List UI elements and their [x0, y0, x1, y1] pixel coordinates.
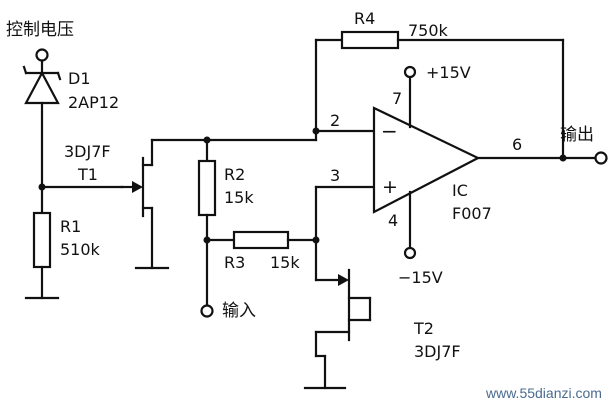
pin2-label: 2 — [330, 111, 340, 130]
t2-model-label: 3DJ7F — [414, 342, 461, 361]
ic-model-label: F007 — [452, 204, 492, 223]
pin3-label: 3 — [330, 166, 340, 185]
output-terminal — [594, 151, 608, 165]
op-amp — [372, 65, 481, 260]
r4-name-label: R4 — [354, 9, 375, 28]
t1-transistor — [120, 138, 170, 270]
plus-sign: + — [382, 176, 398, 198]
control-voltage-label: 控制电压 — [6, 20, 74, 40]
r2-resistor — [197, 159, 217, 217]
op-amp-triangle — [372, 106, 481, 214]
r1-value-label: 510k — [60, 240, 101, 259]
t2-name-label: T2 — [413, 319, 434, 338]
control-voltage-terminal — [35, 48, 49, 62]
r1-name-label: R1 — [60, 217, 81, 236]
output-label: 输出 — [560, 125, 594, 145]
t2-transistor — [303, 268, 372, 390]
r4-resistor — [340, 30, 400, 50]
pin6-label: 6 — [512, 135, 522, 154]
input-terminal — [200, 304, 214, 318]
t1-model-label: 3DJ7F — [64, 142, 111, 161]
pin7-label: 7 — [392, 89, 402, 108]
r3-value-label: 15k — [270, 253, 300, 272]
t1-name-label: T1 — [77, 165, 98, 184]
vplus-terminal — [403, 65, 417, 79]
vplus-label: +15V — [426, 63, 471, 82]
r2-value-label: 15k — [224, 188, 254, 207]
d1-name-label: D1 — [68, 69, 91, 88]
d1-model-label: 2AP12 — [68, 93, 119, 112]
r3-name-label: R3 — [224, 253, 245, 272]
r2-name-label: R2 — [224, 165, 245, 184]
r3-resistor — [232, 230, 290, 250]
vminus-terminal — [403, 246, 417, 260]
junction-dot — [559, 154, 567, 162]
control-voltage-branch — [22, 48, 124, 300]
r1-resistor — [32, 211, 52, 269]
ic-name-label: IC — [452, 181, 468, 200]
t1-gate-arrow — [132, 181, 143, 193]
minus-sign: − — [381, 119, 398, 143]
d1-diode-symbol — [22, 65, 62, 105]
input-label: 输入 — [222, 301, 256, 321]
r4-value-label: 750k — [408, 21, 449, 40]
t2-arrow — [338, 274, 349, 286]
watermark-text: www.55dianzi.com — [485, 385, 602, 401]
pin4-label: 4 — [388, 211, 398, 230]
vminus-label: −15V — [398, 268, 443, 287]
